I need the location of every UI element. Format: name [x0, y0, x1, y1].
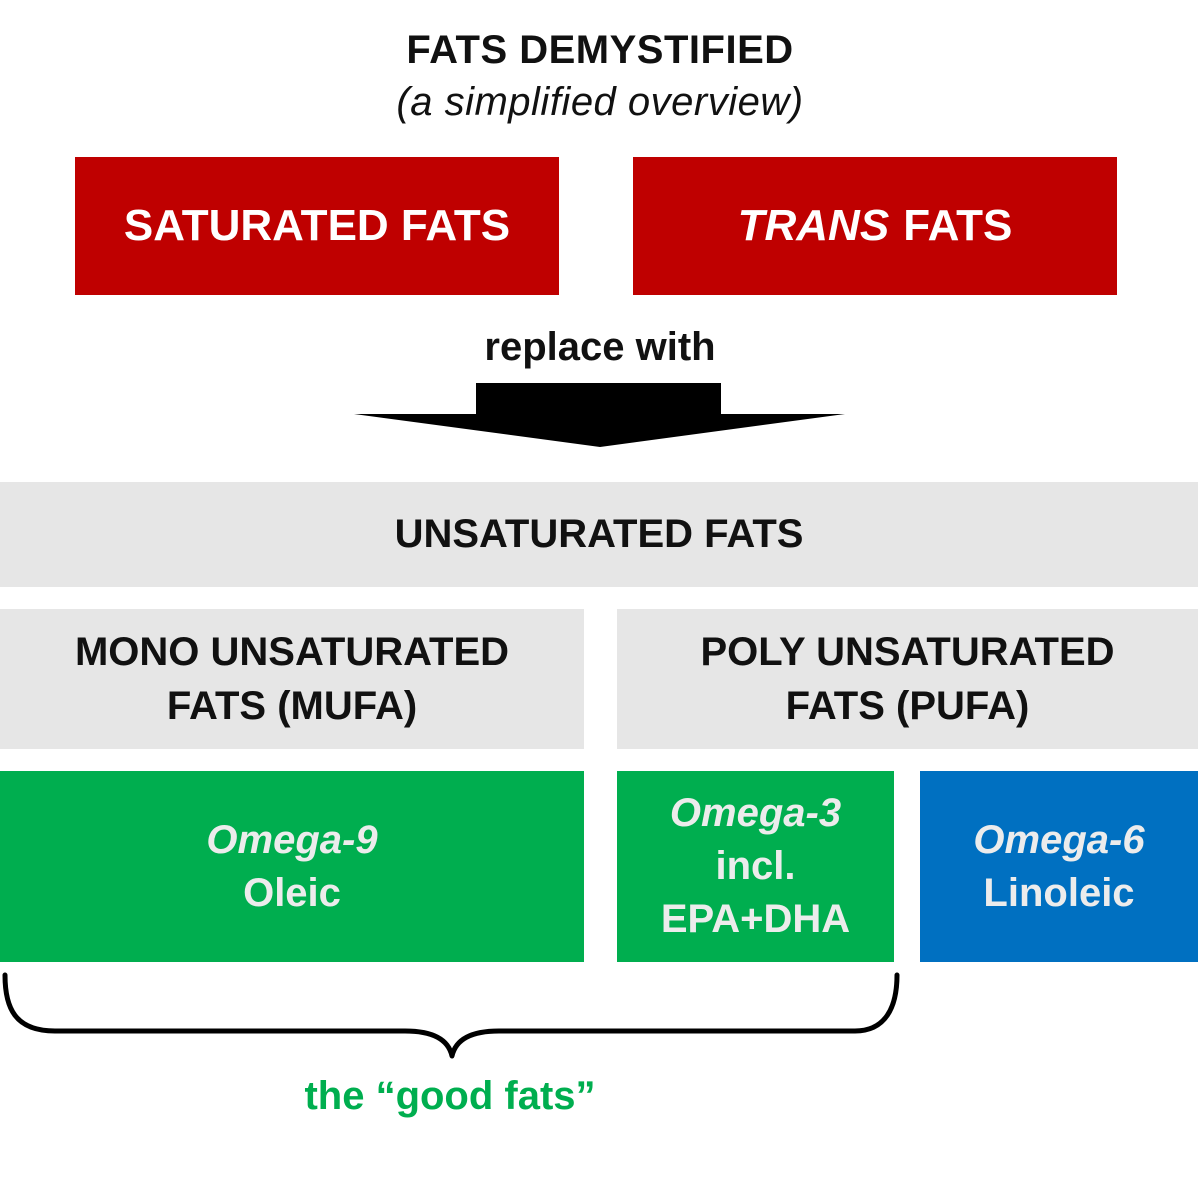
- replace-with-label: replace with: [484, 325, 716, 369]
- omega-9-detail: Oleic: [243, 870, 341, 915]
- pufa-box: POLY UNSATURATED FATS (PUFA): [617, 609, 1198, 749]
- mufa-label-line2: FATS (MUFA): [166, 684, 418, 728]
- omega-9-box: Omega-9 Oleic: [0, 771, 584, 962]
- omega-6-name: Omega-6: [973, 817, 1145, 862]
- page-title: FATS DEMYSTIFIED: [406, 28, 794, 72]
- omega-6-box: Omega-6 Linoleic: [920, 771, 1198, 962]
- pufa-label-line1: POLY UNSATURATED: [700, 630, 1115, 674]
- omega-9-name: Omega-9: [206, 817, 378, 862]
- down-arrow-icon: [354, 383, 845, 447]
- good-fats-label: the “good fats”: [304, 1074, 596, 1118]
- unsaturated-fats-box: UNSATURATED FATS: [0, 482, 1198, 587]
- trans-fats-label-italic: TRANS: [737, 201, 890, 250]
- page-subtitle: (a simplified overview): [396, 80, 804, 124]
- saturated-fats-label: SATURATED FATS: [123, 201, 511, 250]
- omega-6-detail: Linoleic: [983, 870, 1135, 915]
- omega-3-name: Omega-3: [669, 791, 842, 835]
- trans-fats-box: TRANS FATS: [633, 157, 1117, 295]
- mufa-box: MONO UNSATURATED FATS (MUFA): [0, 609, 584, 749]
- omega-3-detail-line2: EPA+DHA: [660, 897, 851, 941]
- omega-3-box: Omega-3 incl. EPA+DHA: [617, 771, 894, 962]
- trans-fats-label-rest: FATS: [903, 201, 1013, 250]
- unsaturated-fats-label: UNSATURATED FATS: [394, 512, 804, 556]
- saturated-fats-box: SATURATED FATS: [75, 157, 559, 295]
- mufa-label-line1: MONO UNSATURATED: [74, 630, 510, 674]
- omega-3-detail-line1: incl.: [715, 844, 796, 888]
- pufa-label-line2: FATS (PUFA): [785, 684, 1030, 728]
- curly-brace-icon: [2, 972, 900, 1059]
